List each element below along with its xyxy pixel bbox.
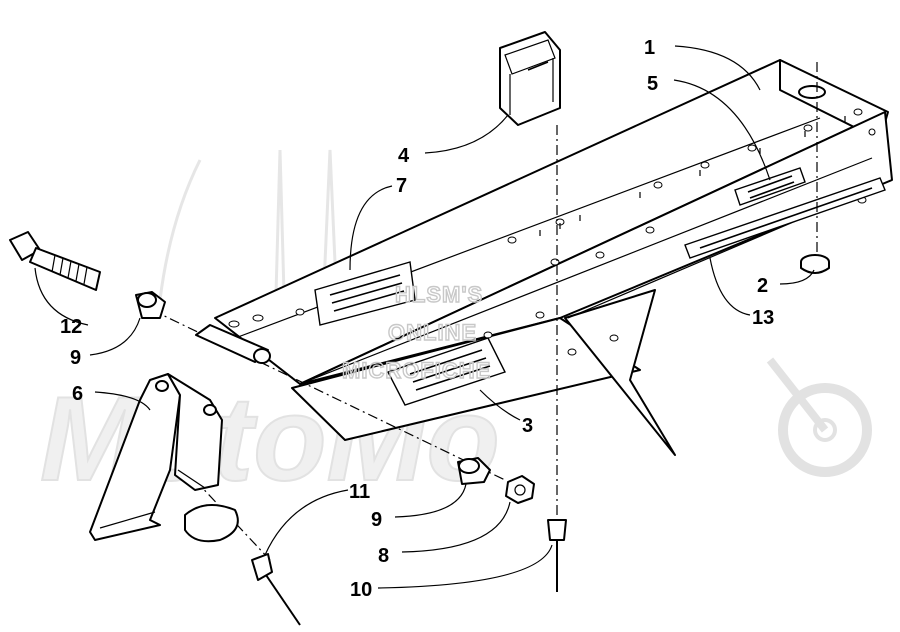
rivet-right — [547, 519, 567, 592]
callout-9-upper: 9 — [70, 347, 81, 369]
svg-text:ONLINE: ONLINE — [388, 320, 477, 345]
callout-13: 13 — [752, 307, 774, 329]
motorcycle-wheel-icon — [766, 357, 872, 477]
reflective-strip — [684, 177, 886, 259]
top-cap — [798, 85, 826, 99]
bracket — [89, 373, 223, 541]
bushing-lower — [457, 457, 491, 485]
callout-6: 6 — [72, 383, 83, 405]
axle-tube — [195, 324, 271, 364]
nut — [505, 475, 535, 504]
callout-4: 4 — [398, 145, 410, 167]
leader-lines — [34, 45, 815, 589]
callout-7: 7 — [396, 175, 407, 197]
clip — [499, 31, 561, 126]
svg-text:MICROFICHE: MICROFICHE — [342, 358, 491, 383]
decal-top — [314, 261, 416, 326]
callout-10: 10 — [350, 579, 372, 601]
rivet-left — [251, 553, 301, 626]
callout-8: 8 — [378, 545, 389, 567]
svg-text:HLSM'S: HLSM'S — [395, 282, 483, 307]
callout-5: 5 — [647, 73, 658, 95]
callout-11: 11 — [349, 481, 370, 503]
watermark-text: HLSM'S ONLINE MICROFICHE — [341, 281, 491, 383]
cap-washer — [184, 504, 239, 543]
callouts: 1 2 3 4 5 6 7 8 9 9 10 11 12 13 — [60, 37, 774, 601]
grommet — [800, 254, 830, 274]
callout-2: 2 — [757, 275, 768, 297]
bolt — [9, 231, 101, 291]
bushing-upper — [135, 291, 166, 319]
callout-3: 3 — [522, 415, 533, 437]
callout-12: 12 — [60, 316, 82, 338]
callout-9-lower: 9 — [371, 509, 382, 531]
callout-1: 1 — [644, 37, 655, 59]
decal-rear — [734, 167, 806, 206]
decal-front — [387, 337, 506, 406]
tunnel-chassis-plate — [214, 59, 893, 456]
